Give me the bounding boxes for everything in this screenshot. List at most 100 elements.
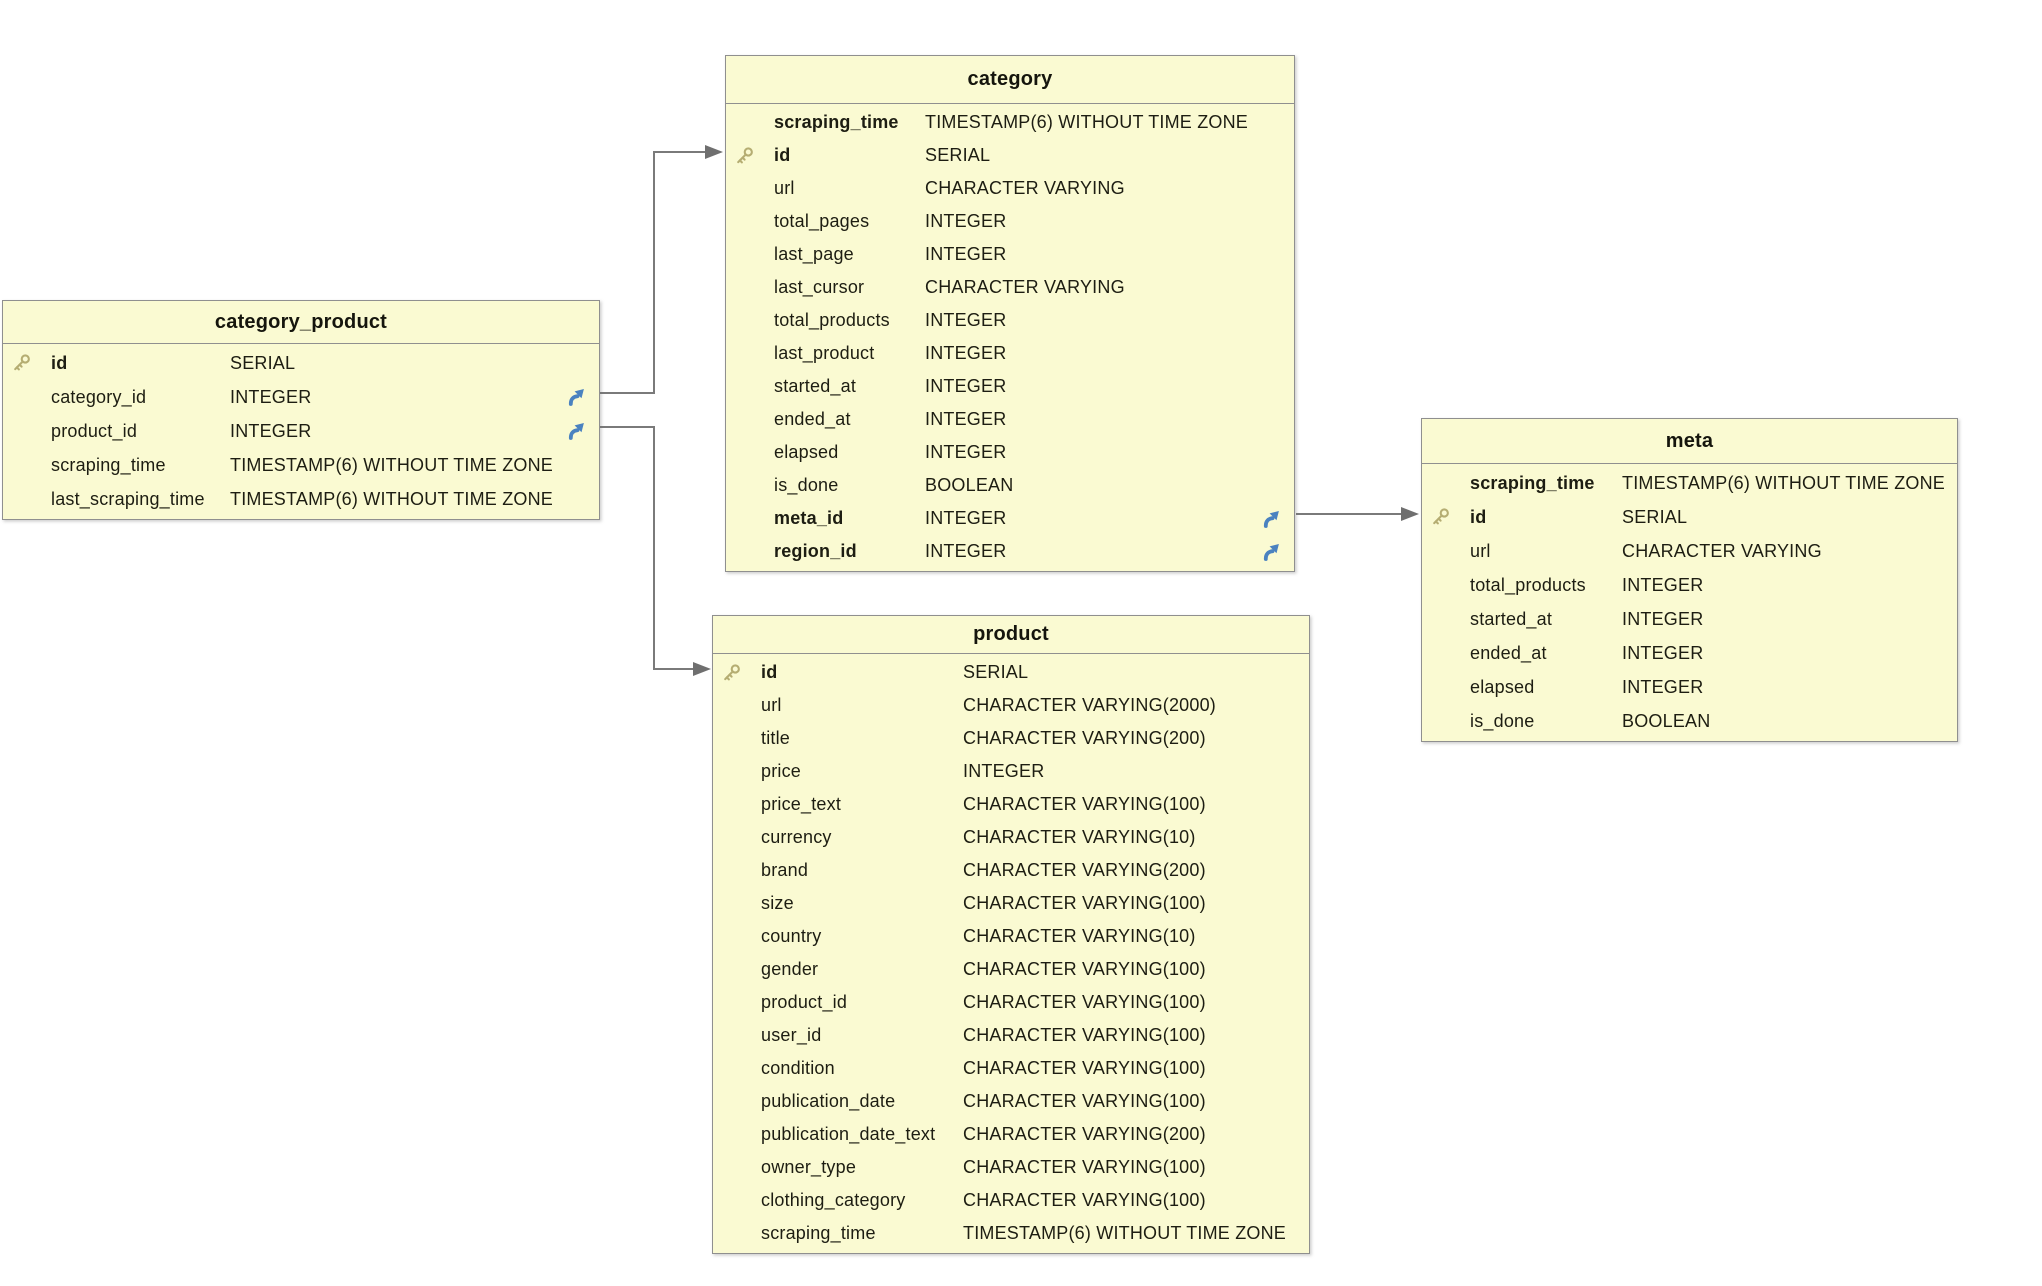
field-type: INTEGER — [925, 376, 1007, 396]
field-type: INTEGER — [925, 508, 1007, 528]
field-row: elapsed INTEGER — [726, 436, 1294, 469]
field-name: id — [51, 352, 68, 373]
field-name: publication_date_text — [761, 1124, 936, 1144]
field-type: TIMESTAMP(6) WITHOUT TIME ZONE — [230, 488, 553, 509]
field-type: CHARACTER VARYING(200) — [963, 728, 1206, 748]
foreign-key-ne-arrow-icon — [567, 422, 585, 440]
table-title: category_product — [3, 301, 599, 344]
field-row: scraping_time TIMESTAMP(6) WITHOUT TIME Z… — [713, 1217, 1309, 1250]
field-name: elapsed — [774, 442, 839, 462]
field-type: INTEGER — [1622, 642, 1704, 663]
field-row: title CHARACTER VARYING(200) — [713, 722, 1309, 755]
field-name: ended_at — [774, 409, 851, 429]
field-type: INTEGER — [1622, 676, 1704, 697]
table-title: product — [713, 616, 1309, 654]
field-type: CHARACTER VARYING(100) — [963, 1190, 1206, 1210]
field-name: product_id — [51, 420, 138, 441]
field-name: url — [761, 695, 782, 715]
field-name: scraping_time — [761, 1223, 876, 1243]
field-row: product_id CHARACTER VARYING(100) — [713, 986, 1309, 1019]
table-category[interactable]: category scraping_time TIMESTAMP(6) WITHO… — [725, 55, 1295, 572]
table-title: meta — [1422, 419, 1957, 464]
field-type: INTEGER — [925, 244, 1007, 264]
primary-key-icon — [1430, 507, 1451, 528]
field-type: TIMESTAMP(6) WITHOUT TIME ZONE — [925, 112, 1248, 132]
field-name: id — [774, 145, 791, 165]
field-type: BOOLEAN — [925, 475, 1014, 495]
field-type: CHARACTER VARYING(100) — [963, 794, 1206, 814]
field-type: SERIAL — [1622, 506, 1688, 527]
field-type: CHARACTER VARYING — [1622, 540, 1822, 561]
primary-key-icon — [11, 353, 32, 374]
field-name: url — [774, 178, 795, 198]
field-name: user_id — [761, 1025, 822, 1045]
field-type: CHARACTER VARYING(100) — [963, 1025, 1206, 1045]
field-name: scraping_time — [774, 112, 899, 132]
primary-key-icon — [734, 145, 755, 166]
field-name: brand — [761, 860, 809, 880]
foreign-key-ne-arrow-icon — [1262, 510, 1280, 528]
field-name: id — [1470, 506, 1487, 527]
field-type: INTEGER — [1622, 608, 1704, 629]
field-type: INTEGER — [230, 420, 312, 441]
foreign-key-ne-arrow-icon — [1262, 543, 1280, 561]
field-type: INTEGER — [925, 409, 1007, 429]
field-type: INTEGER — [925, 442, 1007, 462]
field-name: gender — [761, 959, 819, 979]
field-name: scraping_time — [1470, 472, 1595, 493]
connector-categoryproduct-to-product — [600, 426, 693, 670]
field-name: country — [761, 926, 822, 946]
table-title: category — [726, 56, 1294, 104]
field-row: ended_at INTEGER — [1422, 636, 1957, 670]
field-type: INTEGER — [925, 211, 1007, 231]
field-row: ended_at INTEGER — [726, 403, 1294, 436]
field-type: CHARACTER VARYING(10) — [963, 827, 1196, 847]
field-name: condition — [761, 1058, 835, 1078]
field-name: total_pages — [774, 211, 870, 231]
field-name: ended_at — [1470, 642, 1547, 663]
field-type: INTEGER — [925, 310, 1007, 330]
field-name: scraping_time — [51, 454, 166, 475]
field-name: started_at — [774, 376, 857, 396]
field-type: CHARACTER VARYING(2000) — [963, 695, 1216, 715]
field-row: last_page INTEGER — [726, 238, 1294, 271]
field-type: CHARACTER VARYING(100) — [963, 1157, 1206, 1177]
field-name: product_id — [761, 992, 848, 1012]
field-type: INTEGER — [230, 386, 312, 407]
field-name: title — [761, 728, 791, 748]
arrowhead-product-id — [693, 662, 711, 676]
field-type: TIMESTAMP(6) WITHOUT TIME ZONE — [963, 1223, 1286, 1243]
field-type: CHARACTER VARYING(10) — [963, 926, 1196, 946]
field-name: last_page — [774, 244, 854, 264]
field-row: price_text CHARACTER VARYING(100) — [713, 788, 1309, 821]
field-name: price_text — [761, 794, 842, 814]
field-name: last_scraping_time — [51, 488, 205, 509]
field-type: SERIAL — [963, 662, 1029, 682]
field-type: BOOLEAN — [1622, 710, 1711, 731]
field-row: scraping_time TIMESTAMP(6) WITHOUT TIME Z… — [726, 106, 1294, 139]
field-name: last_product — [774, 343, 875, 363]
field-type: CHARACTER VARYING(100) — [963, 992, 1206, 1012]
field-name: is_done — [1470, 710, 1535, 731]
